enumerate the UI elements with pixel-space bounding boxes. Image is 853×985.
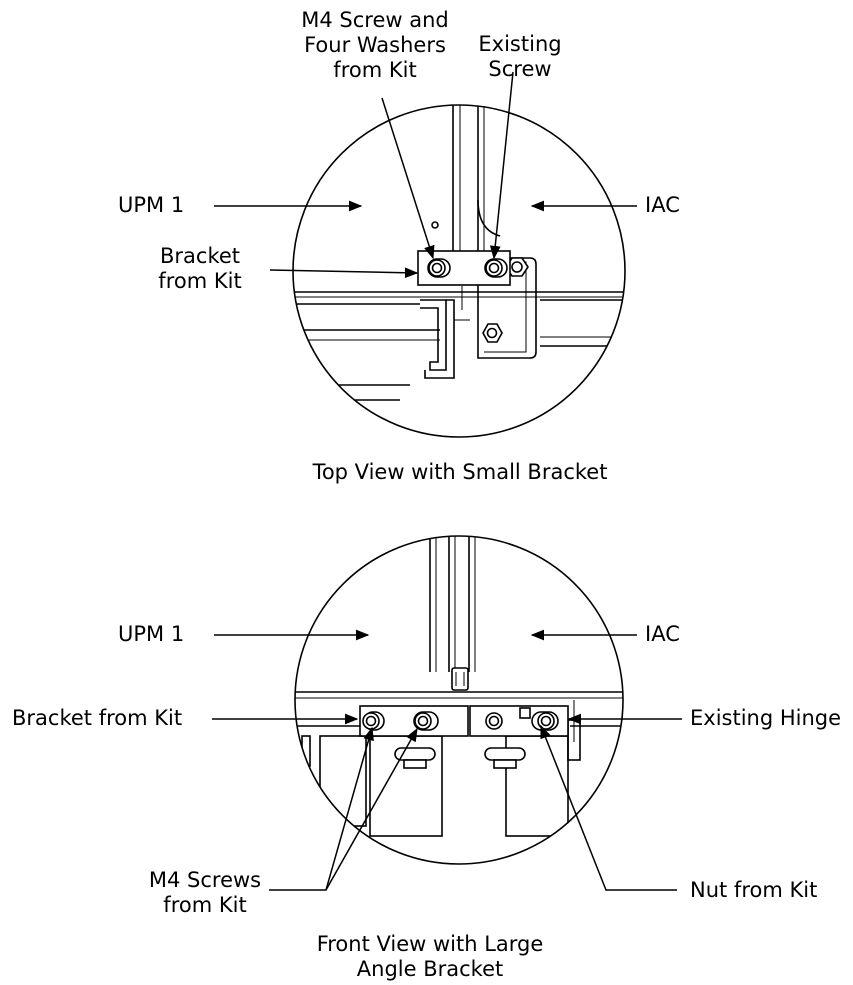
label-m4-screw-washers: M4 Screw and Four Washers from Kit bbox=[301, 8, 449, 82]
label-iac-front: IAC bbox=[645, 622, 680, 646]
front-view-detail bbox=[212, 535, 682, 891]
label-existing-hinge: Existing Hinge bbox=[690, 706, 842, 730]
label-m4-screws-from-kit: M4 Screws from Kit bbox=[148, 868, 262, 917]
label-upm-top: UPM 1 bbox=[118, 193, 185, 217]
label-iac-top: IAC bbox=[645, 193, 680, 217]
caption-front-view: Front View with Large Angle Bracket bbox=[316, 932, 544, 981]
front-view-circle bbox=[294, 535, 624, 865]
label-upm-front: UPM 1 bbox=[118, 622, 185, 646]
label-bracket-from-kit-top: Bracket from Kit bbox=[158, 244, 242, 293]
label-existing-screw: Existing Screw bbox=[478, 32, 562, 81]
caption-top-view: Top View with Small Bracket bbox=[312, 460, 608, 484]
top-view-detail bbox=[214, 71, 637, 438]
label-bracket-from-kit-front: Bracket from Kit bbox=[12, 706, 183, 730]
label-nut-from-kit: Nut from Kit bbox=[690, 878, 818, 902]
